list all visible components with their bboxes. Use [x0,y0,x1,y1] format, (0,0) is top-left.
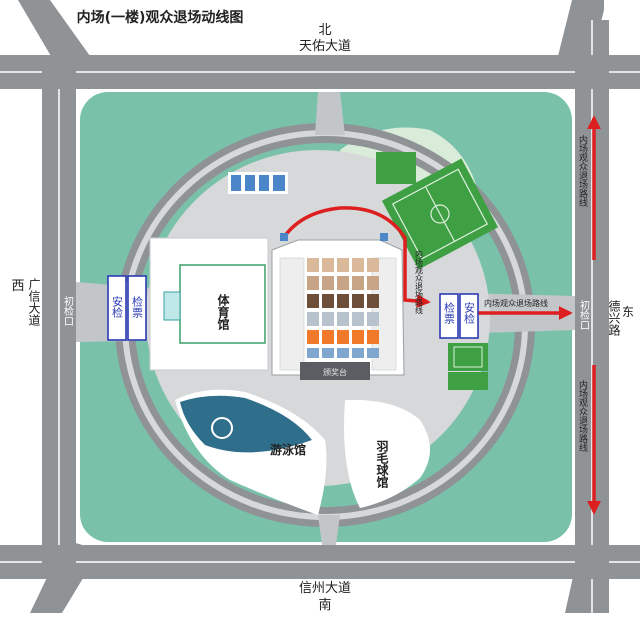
checkpoints [107,275,479,341]
stall-block [367,276,379,290]
swim-label: 游泳馆 [270,442,306,457]
stall-block [337,258,349,272]
stall-block [322,276,334,290]
stall-block [307,330,319,344]
west-security-label: 安检 [111,295,124,319]
east-ticket-label: 检票 [443,301,456,324]
stall-block [322,348,334,358]
stall-block [352,330,364,344]
stall-block [337,312,349,326]
stall-block [322,330,334,344]
stall-block [367,312,379,326]
compass-north: 北 [318,23,331,38]
main-stadium: 颁奖台 [271,239,405,380]
stall-block [352,258,364,272]
stage-label: 颁奖台 [323,367,347,377]
stall-block [337,294,349,308]
stall-block [352,348,364,358]
compass-south: 南 [318,597,331,613]
stall-block [307,294,319,308]
badminton-label: 羽毛球馆 [375,440,389,489]
road-south: 信州大道 [299,581,351,596]
stall-block [337,330,349,344]
west-initial-checkpoint-label: 初检口 [62,295,74,326]
road-east: 德兴路 [607,299,621,337]
road-west: 广信大道 [27,278,41,326]
stall-block [307,258,319,272]
football-pitches [376,152,499,390]
stall-block [307,312,319,326]
gym-label: 体育馆 [216,293,230,331]
road-north: 天佑大道 [299,39,351,54]
stall-block [367,330,379,344]
stall-block [352,312,364,326]
compass-east: 东 [622,305,634,319]
stall-block [367,258,379,272]
road-lower-route-label: 内场观众退场路线 [577,379,588,452]
exit-route [280,115,601,515]
stall-block [352,294,364,308]
west-ticket-label: 检票 [131,295,144,318]
east-security-label: 安检 [463,301,476,325]
stall-block [367,294,379,308]
gym-building [149,237,269,371]
stall-block [337,276,349,290]
stall-block [367,348,379,358]
courts [228,172,288,194]
stall-block [352,276,364,290]
east-route-label: 内场观众退场路线 [484,298,548,308]
swimming-hall [175,389,327,515]
stall-block [322,258,334,272]
stall-block [337,348,349,358]
map-title: 内场(一楼)观众退场动线图 [77,9,244,26]
compass-west: 西 [11,279,24,294]
ring-route-label: 内场观众退场路线 [415,249,424,314]
stall-block [307,348,319,358]
stall-block [307,276,319,290]
stall-block [322,294,334,308]
badminton-hall [344,399,430,508]
east-initial-checkpoint-label: 初检口 [578,299,590,330]
stall-block [322,312,334,326]
road-upper-route-label: 内场观众退场路线 [577,134,588,207]
